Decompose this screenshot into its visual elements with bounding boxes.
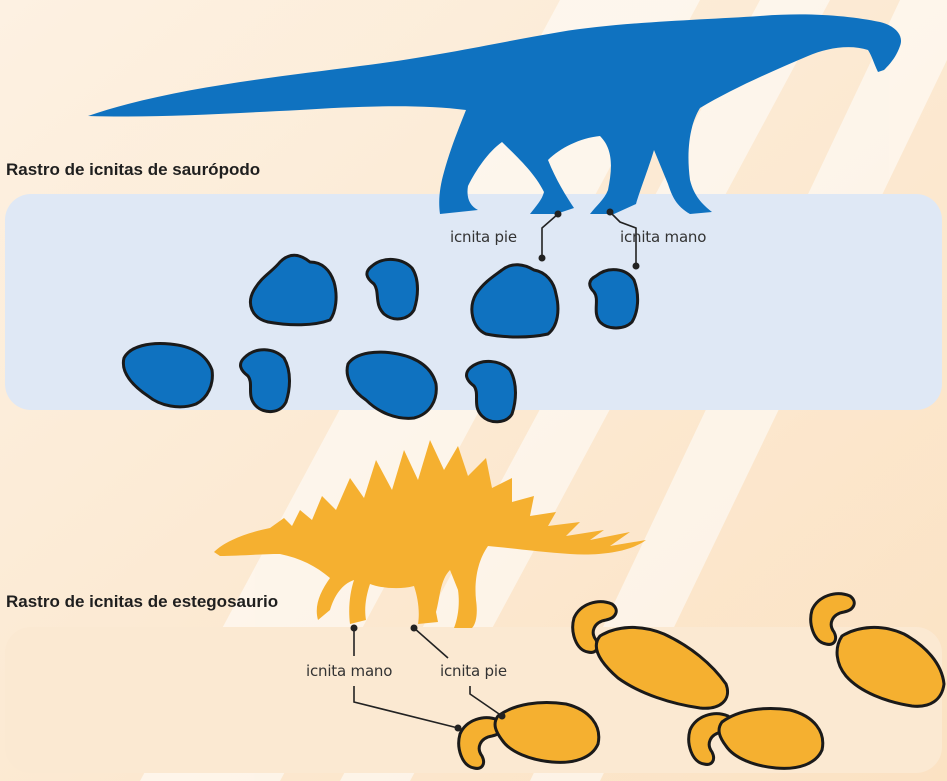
sauropod-foot-label: icnita pie: [450, 228, 517, 246]
stegosaur-section-title: Rastro de icnitas de estegosaurio: [6, 592, 278, 612]
stego-hand-label: icnita mano: [306, 662, 392, 680]
sauropod-hand-label: icnita mano: [620, 228, 706, 246]
sauropod-section-title: Rastro de icnitas de saurópodo: [6, 160, 260, 180]
stego-foot-label: icnita pie: [440, 662, 507, 680]
sauropod-hand-print: [590, 270, 638, 328]
